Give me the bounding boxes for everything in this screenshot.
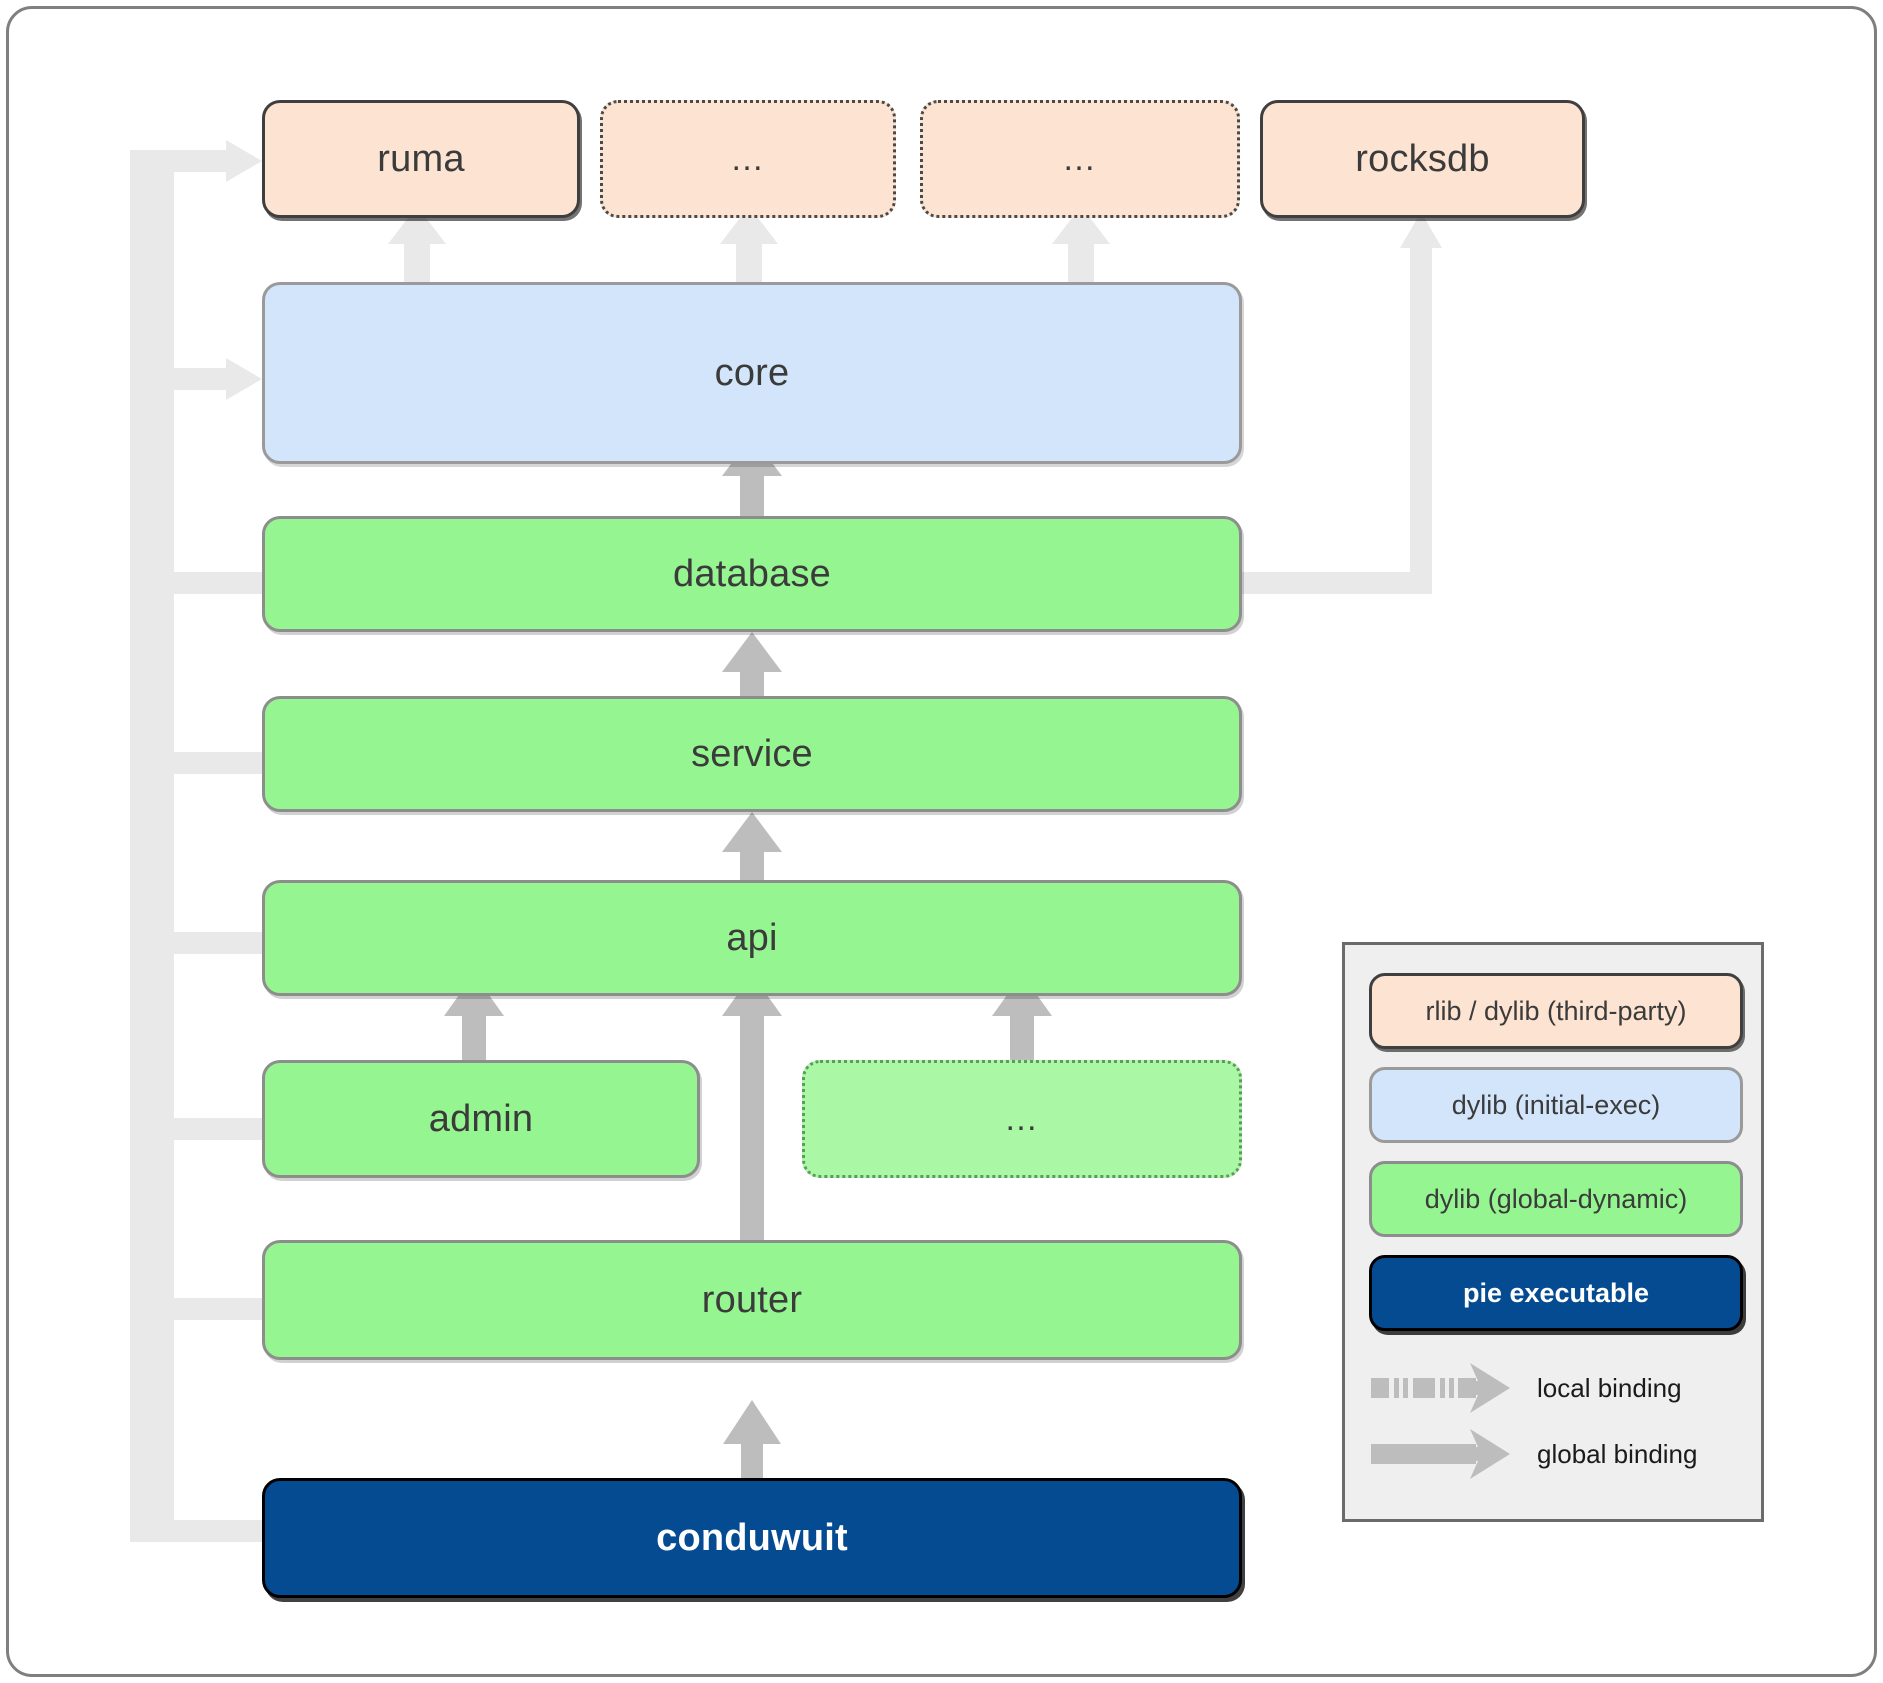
node-label: database xyxy=(673,552,831,595)
node-database[interactable]: database xyxy=(262,516,1242,632)
node-rocksdb[interactable]: rocksdb xyxy=(1260,100,1585,218)
node-label: … xyxy=(1004,1099,1040,1138)
local-binding-arrow-icon xyxy=(1371,1363,1510,1413)
node-label: service xyxy=(691,732,813,775)
spine-branch-ruma xyxy=(130,150,240,172)
legend-binding-label: local binding xyxy=(1537,1372,1682,1403)
spine-database-to-rocksdb-horizontal xyxy=(1240,572,1432,594)
legend-row-global-binding: global binding xyxy=(1369,1427,1743,1481)
node-core[interactable]: core xyxy=(262,282,1242,464)
node-label: rocksdb xyxy=(1355,137,1490,180)
node-label: router xyxy=(701,1278,803,1321)
node-ruma[interactable]: ruma xyxy=(262,100,580,218)
legend-item-initial-exec: dylib (initial-exec) xyxy=(1369,1067,1743,1143)
node-label: conduwuit xyxy=(656,1516,848,1559)
node-label: core xyxy=(714,351,790,394)
legend-label: dylib (initial-exec) xyxy=(1451,1089,1661,1120)
legend-item-third-party: rlib / dylib (third-party) xyxy=(1369,973,1743,1049)
legend-item-pie-executable: pie executable xyxy=(1369,1255,1743,1331)
node-label: ruma xyxy=(377,137,465,180)
spine-branch-admin xyxy=(152,1118,264,1140)
spine-branch-database xyxy=(152,572,264,594)
spine-branch-conduwuit xyxy=(130,1520,264,1542)
spine-database-to-rocksdb-vertical xyxy=(1410,248,1432,594)
spine-branch-core xyxy=(152,368,240,390)
node-mid-ellipsis[interactable]: … xyxy=(802,1060,1242,1178)
node-label: api xyxy=(726,916,778,959)
node-admin[interactable]: admin xyxy=(262,1060,700,1178)
spine-branch-router xyxy=(152,1298,264,1320)
node-top-ellipsis-1[interactable]: … xyxy=(600,100,896,218)
node-label: admin xyxy=(428,1097,534,1140)
global-binding-arrow-icon xyxy=(1371,1429,1510,1479)
node-api[interactable]: api xyxy=(262,880,1242,996)
node-label: … xyxy=(1062,139,1098,178)
legend-label: dylib (global-dynamic) xyxy=(1424,1183,1688,1214)
node-router[interactable]: router xyxy=(262,1240,1242,1360)
legend-item-global-dynamic: dylib (global-dynamic) xyxy=(1369,1161,1743,1237)
node-top-ellipsis-2[interactable]: … xyxy=(920,100,1240,218)
legend-binding-label: global binding xyxy=(1537,1438,1698,1469)
legend-row-local-binding: local binding xyxy=(1369,1361,1743,1415)
spine-sub-vertical xyxy=(152,150,174,1520)
spine-trunk-vertical xyxy=(130,150,152,1542)
legend-label: rlib / dylib (third-party) xyxy=(1425,995,1687,1026)
spine-branch-service xyxy=(152,752,264,774)
node-conduwuit[interactable]: conduwuit xyxy=(262,1478,1242,1598)
legend-label: pie executable xyxy=(1462,1277,1650,1308)
node-label: … xyxy=(730,139,766,178)
node-service[interactable]: service xyxy=(262,696,1242,812)
legend-panel: rlib / dylib (third-party) dylib (initia… xyxy=(1342,942,1764,1522)
spine-branch-api xyxy=(152,932,264,954)
